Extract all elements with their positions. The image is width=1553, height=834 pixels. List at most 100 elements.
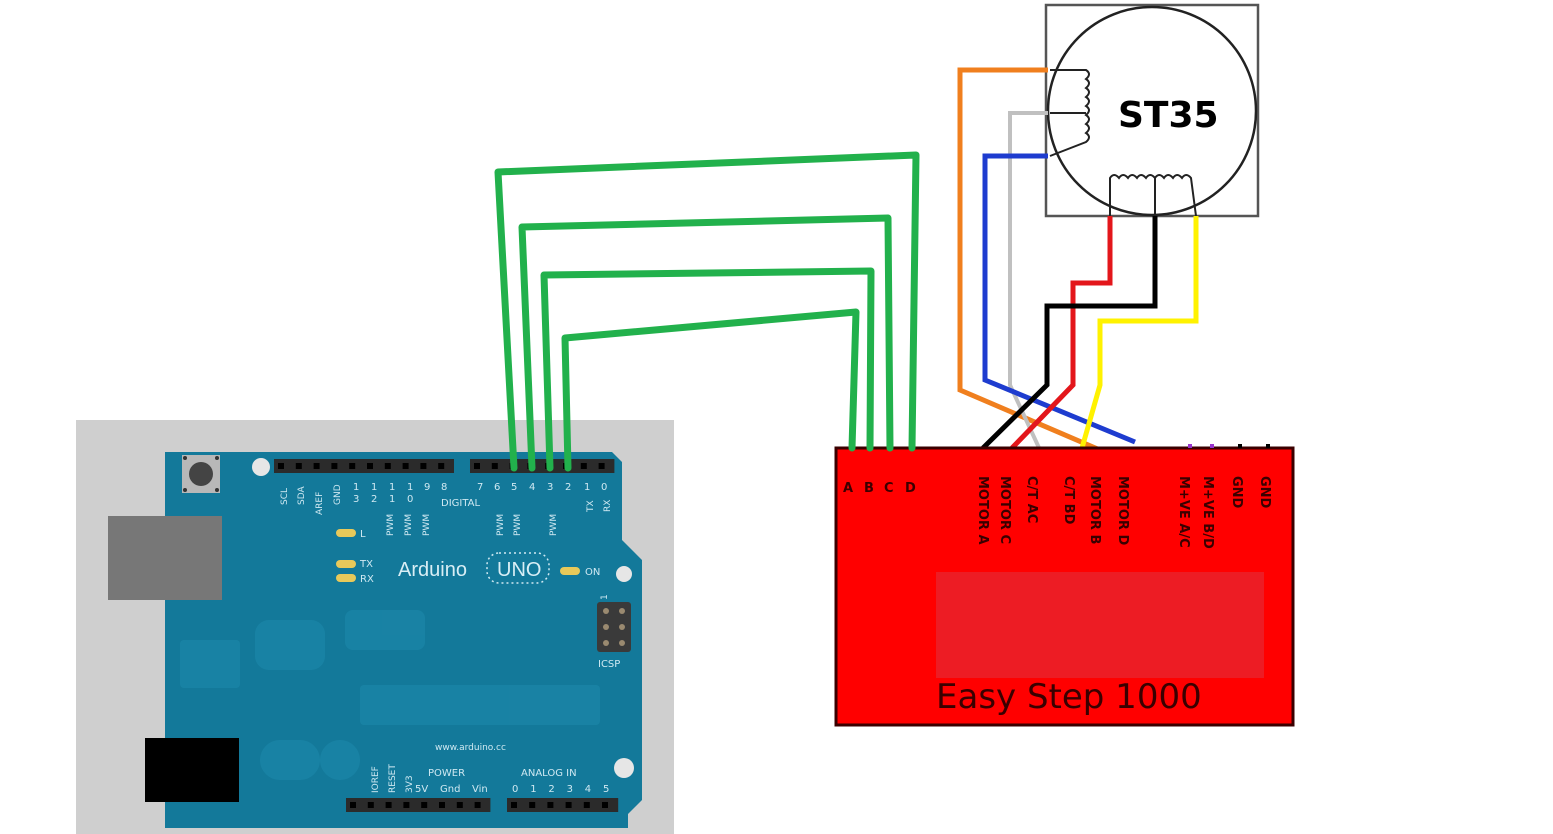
pin-label-3: 3 [547,482,553,493]
wire-red [1010,216,1113,450]
reset-button[interactable] [182,455,220,493]
driver-input-a: A [843,481,853,496]
pwm-label-9: PWM [422,514,432,536]
pin-label-5: 5 [511,482,517,493]
coil-bottom [1109,174,1197,217]
wire-d4-to-c [518,214,894,472]
driver-display-area [936,572,1264,678]
pin-label-12b: 2 [371,494,377,505]
pin-label-6: 6 [494,482,500,493]
mounting-hole [614,758,634,778]
driver-pin-gnd-2: GND [1257,476,1272,509]
stepper-driver: Easy Step 1000 A B C D MOTOR A MOTOR C C… [834,444,1295,727]
analog-pin-label: 0 [512,784,518,795]
driver-pin-gnd-1: GND [1229,476,1244,509]
pin-label-4: 4 [529,482,535,493]
pin-label-vin: Vin [472,784,488,795]
pin-label-tx: TX [586,500,596,513]
uno-badge-border [486,552,550,584]
header-pin [565,802,572,808]
pin-label-gnd: GND [333,484,343,505]
wire-d2-to-a [561,308,860,472]
header-pin [403,802,410,808]
pin-label-13b: 3 [353,494,359,505]
digital-header-right [470,459,615,473]
power-header [346,798,491,812]
led-l: L [336,529,366,540]
header-pin [491,463,498,469]
driver-input-c: C [884,481,894,496]
driver-pin-motor-a: MOTOR A [975,476,990,545]
pwm-label-5: PWM [513,514,523,536]
led-tx: TX [336,559,373,570]
terminal-stub [1266,444,1270,448]
header-pin [474,802,481,808]
header-pin [278,463,284,469]
coil-left [1049,69,1090,157]
motor-wires [957,67,1199,453]
header-pin [421,802,428,808]
pin-label-0: 0 [601,482,607,493]
arduino-model: UNO [497,559,541,581]
header-pin [313,463,320,469]
svg-text:ICSP: ICSP [598,659,620,670]
header-pin [367,802,374,808]
pwm-label-6: PWM [496,514,506,536]
header-pin [331,463,338,469]
header-pin [583,802,590,808]
digital-header-left [274,459,454,473]
header-pin [474,463,480,469]
driver-input-b: B [864,481,874,496]
arduino-brand: Arduino [398,559,467,581]
pin-label-10: 1 [407,482,413,493]
svg-text:1: 1 [600,594,610,600]
header-pin [529,802,536,808]
pin-label-2: 2 [565,482,571,493]
stepper-motor: ST35 [1044,3,1260,218]
led-on: ON [560,567,600,578]
header-body [346,798,491,812]
header-body [470,459,615,473]
wire-blue [982,153,1136,445]
pwm-label-3: PWM [549,514,559,536]
motor-label: ST35 [1118,95,1219,136]
mounting-hole [616,566,632,582]
header-pin [598,463,605,469]
wire-grey [1008,111,1048,451]
pin-label-3v3: 3V3 [405,775,415,793]
pin-label-5v: 5V [415,784,428,795]
svg-text:L: L [360,529,366,540]
pin-label-10b: 0 [407,494,413,505]
header-pin [580,463,587,469]
driver-pin-ct-bd: C/T BD [1061,476,1076,525]
analog-pin-label: 5 [603,784,609,795]
header-pin [438,463,445,469]
wire-orange [957,67,1101,453]
header-pin [349,463,356,469]
terminal-stub [1188,444,1192,448]
led-rx: RX [336,574,374,585]
pin-label-scl: SCL [280,488,290,505]
icsp-header: ICSP 1 [597,594,631,670]
wire-black [981,216,1158,450]
pin-label-sda: SDA [297,486,307,505]
website-label: www.arduino.cc [435,743,506,753]
header-body [507,798,619,812]
header-pin [295,463,302,469]
driver-pin-motor-c: MOTOR C [997,476,1012,544]
wire-yellow [1079,216,1199,449]
analog-pin-label: 3 [567,784,573,795]
signal-wires [494,151,920,472]
svg-text:TX: TX [359,559,373,570]
pin-label-9: 9 [424,482,430,493]
analog-header [507,798,619,812]
driver-pin-mve-ac: M+VE A/C [1176,476,1191,548]
pin-label-12: 1 [371,482,377,493]
pwm-label-10: PWM [404,514,414,536]
header-pin [456,802,463,808]
driver-name: Easy Step 1000 [936,677,1202,717]
pwm-label-11: PWM [386,514,396,536]
pin-label-ioref: IOREF [371,766,381,793]
